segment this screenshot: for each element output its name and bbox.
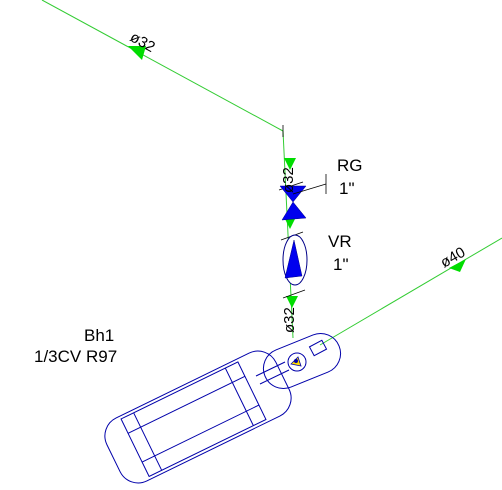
shaft-coupling <box>255 361 290 385</box>
riser-upper-diameter-label: ø32 <box>280 167 297 193</box>
vr-valve[interactable] <box>282 234 308 286</box>
top-pipe[interactable] <box>41 0 284 132</box>
flow-arrow-riser-3 <box>286 296 298 308</box>
pipe-network <box>41 0 502 346</box>
rg-valve-lower-wedge <box>281 201 307 221</box>
motor-winding-1 <box>127 375 246 434</box>
shaft-bottom <box>259 369 290 385</box>
rg-valve-stem <box>292 183 327 195</box>
motor-divider-right <box>224 367 254 426</box>
branch-pipe[interactable] <box>319 237 502 346</box>
motor-divider-left <box>133 412 163 471</box>
motor-body <box>120 361 267 478</box>
vr-valve-code-label: VR <box>328 232 352 251</box>
flow-arrows <box>128 46 466 308</box>
motor[interactable] <box>98 344 298 489</box>
top-pipe-diameter-label: ø32 <box>127 29 158 56</box>
fitting-mark-lower <box>282 289 306 299</box>
motor-winding-2 <box>141 404 260 463</box>
shaft-top <box>255 361 286 377</box>
rg-valve-code-label: RG <box>337 156 363 175</box>
pump-housing <box>262 333 342 389</box>
flow-arrow-branch <box>449 259 466 272</box>
rg-valve[interactable] <box>279 174 327 221</box>
flow-arrow-riser-2 <box>284 217 296 229</box>
flow-arrow-riser-1 <box>284 158 296 170</box>
motor-frame <box>104 350 292 484</box>
equipment-spec-label: 1/3CV R97 <box>34 347 117 366</box>
rg-valve-size-label: 1" <box>339 179 355 198</box>
branch-diameter-label: ø40 <box>438 244 469 272</box>
pump-hub <box>294 359 298 363</box>
flow-arrow-top <box>128 46 146 60</box>
equipment-tag-label: Bh1 <box>84 326 114 345</box>
pump[interactable] <box>257 327 346 394</box>
riser-lower-diameter-label: ø32 <box>281 307 298 333</box>
vr-valve-flap <box>284 239 303 279</box>
pump-outlet-flange <box>308 339 328 357</box>
vr-valve-size-label: 1" <box>333 255 349 274</box>
